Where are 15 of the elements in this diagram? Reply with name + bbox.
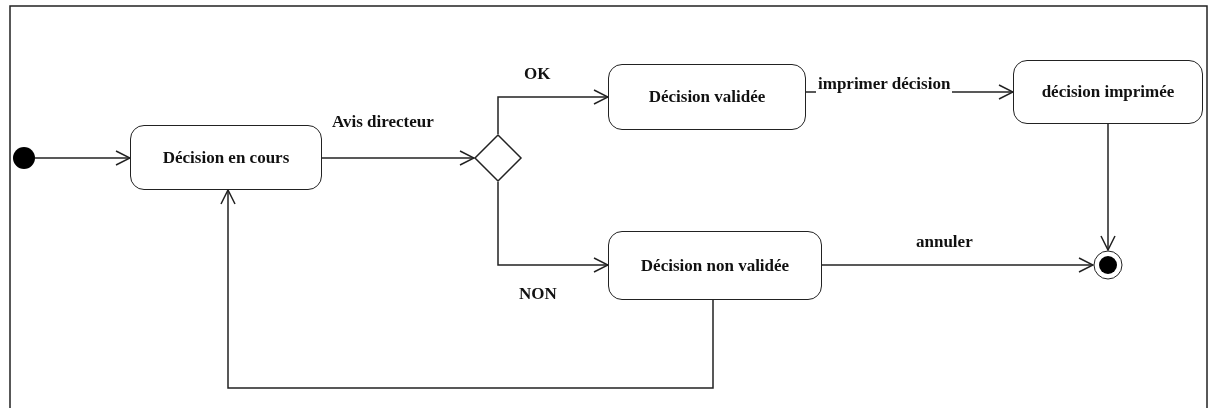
initial-node xyxy=(13,147,35,169)
transition-arrow xyxy=(497,89,609,135)
state-box: Décision en cours xyxy=(130,125,322,190)
transition-arrow xyxy=(497,181,609,273)
transition-arrow xyxy=(34,150,131,166)
state-box: Décision non validée xyxy=(608,231,822,300)
state-box: décision imprimée xyxy=(1013,60,1203,124)
transition-arrow xyxy=(1100,123,1116,251)
edge-label: imprimer décision xyxy=(816,74,953,94)
final-node xyxy=(1093,250,1123,280)
state-box: Décision validée xyxy=(608,64,806,130)
transition-arrow xyxy=(220,189,714,389)
transition-arrow xyxy=(821,257,1094,273)
transition-arrow xyxy=(321,150,475,166)
decision-diamond xyxy=(474,134,522,182)
